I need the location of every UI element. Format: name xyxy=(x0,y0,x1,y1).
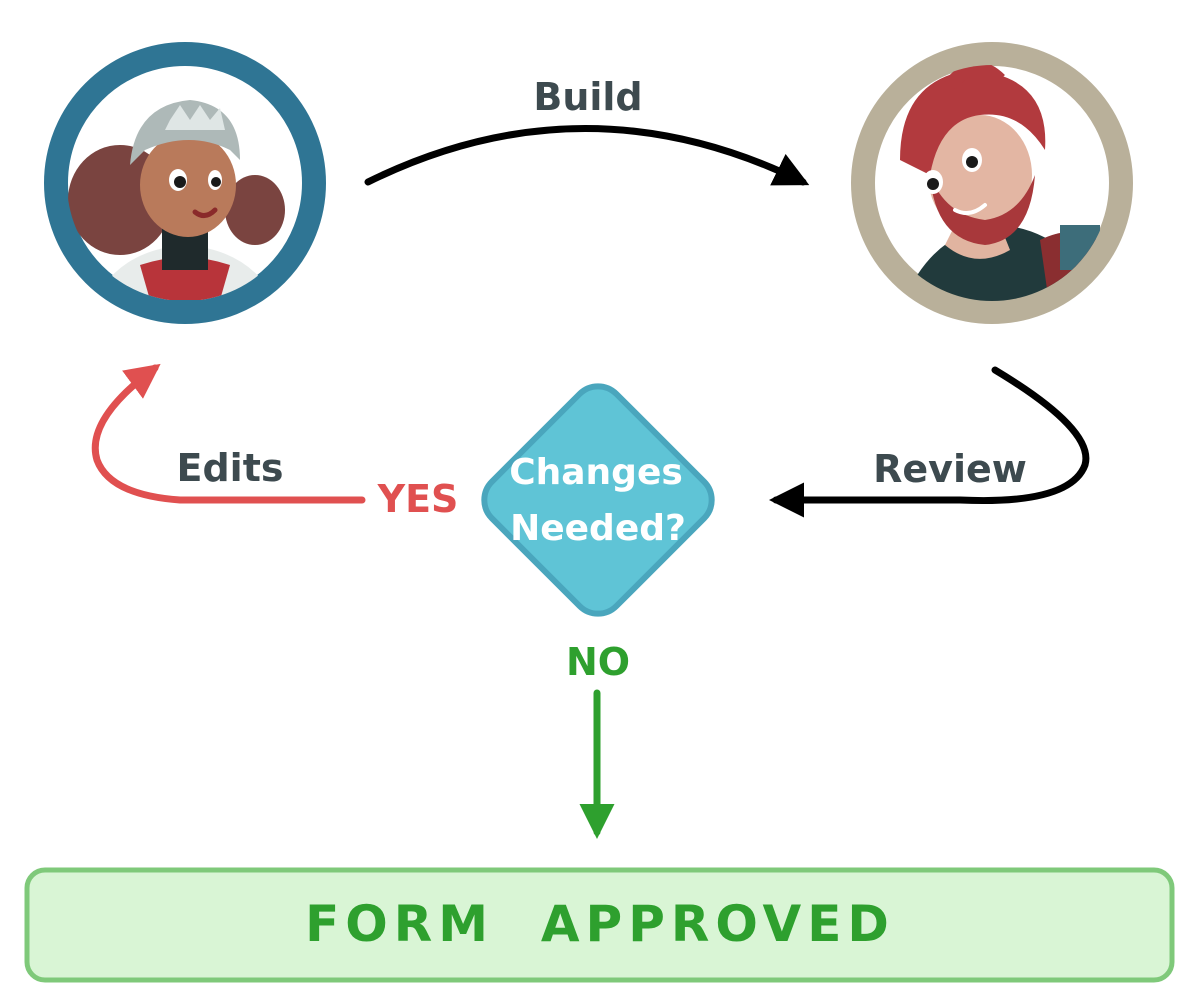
decision-diamond-shape xyxy=(481,383,715,617)
yes-label: YES xyxy=(377,477,459,521)
edits-label: Edits xyxy=(177,446,284,490)
build-label: Build xyxy=(533,75,642,119)
reviewer-avatar xyxy=(851,42,1133,324)
decision-text-line1: Changes xyxy=(509,452,683,493)
form-approved-box-shape xyxy=(24,867,1175,983)
edits-arrow xyxy=(91,363,366,504)
author-character-illustration xyxy=(68,100,285,300)
author-avatar xyxy=(44,42,326,324)
no-label: NO xyxy=(566,640,630,684)
form-approved-box: FORM APPROVED xyxy=(24,867,1175,983)
build-arrow xyxy=(364,125,810,186)
review-arrow xyxy=(769,366,1090,518)
decision-text-line2: Needed? xyxy=(510,508,686,549)
review-label: Review xyxy=(873,447,1027,491)
decision-diamond: Changes Needed? xyxy=(481,383,715,617)
form-approved-text: FORM APPROVED xyxy=(305,895,895,953)
